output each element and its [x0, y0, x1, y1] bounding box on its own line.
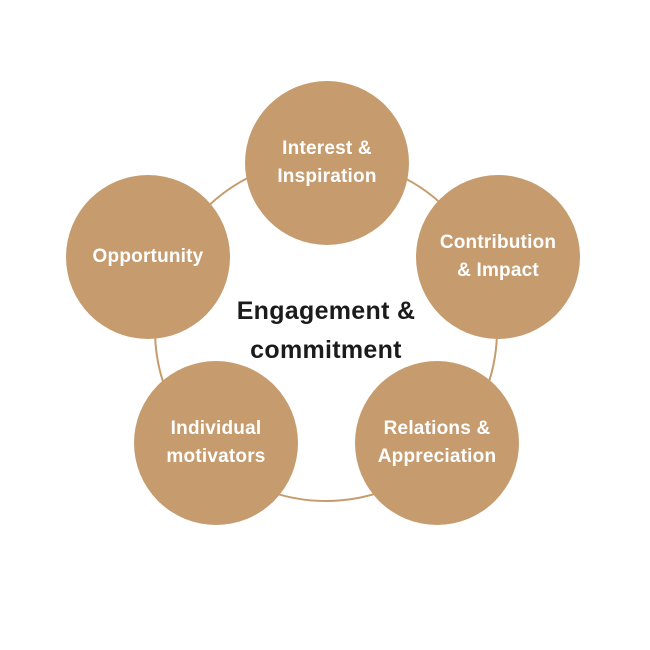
node-label: Opportunity — [92, 245, 204, 267]
node-label: Individual motivators — [166, 417, 266, 468]
node-contribution-impact: Contribution & Impact — [416, 175, 580, 339]
node-relations-appreciation: Relations & Appreciation — [355, 361, 519, 525]
node-interest-inspiration: Interest & Inspiration — [245, 81, 409, 245]
node-individual-motivators: Individual motivators — [134, 361, 298, 525]
node-label: Contribution & Impact — [439, 231, 557, 282]
node-opportunity: Opportunity — [66, 175, 230, 339]
center-title: Engagement & commitment — [236, 297, 416, 364]
node-label: Relations & Appreciation — [377, 417, 497, 468]
node-label: Interest & Inspiration — [277, 137, 377, 188]
